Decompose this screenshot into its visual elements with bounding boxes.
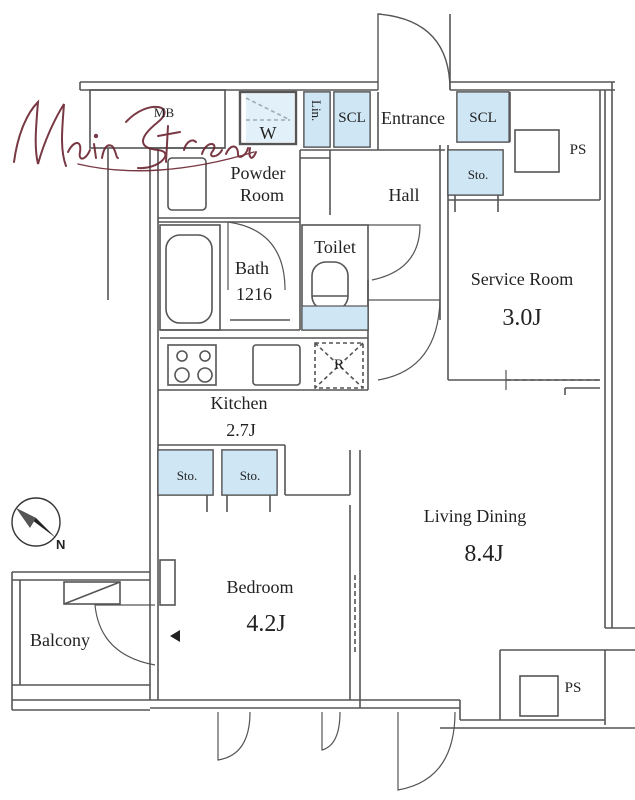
- toilet-label: Toilet: [314, 237, 356, 257]
- powder-room-label-line2: Room: [239, 185, 285, 205]
- hall-label: Hall: [388, 185, 420, 205]
- scl-label-right: SCL: [469, 110, 497, 126]
- compass-north-label: N: [56, 537, 66, 552]
- entrance-label: Entrance: [381, 108, 445, 128]
- compass-icon: [11, 497, 61, 547]
- service-room-label: Service Room: [470, 269, 574, 289]
- sto-label-bedroom-b: Sto.: [239, 468, 261, 483]
- service-room-size: 3.0J: [502, 305, 542, 331]
- bedroom-size: 4.2J: [246, 611, 286, 637]
- living-dining-size: 8.4J: [464, 541, 504, 567]
- powder-room-label-line1: Powder: [230, 163, 286, 183]
- lin-label: Lin.: [309, 100, 324, 122]
- bath-label-line1: Bath: [235, 258, 269, 278]
- ps-label-bottom: PS: [564, 680, 582, 696]
- living-dining-label: Living Dining: [423, 506, 527, 526]
- fridge-label: R: [333, 357, 345, 373]
- bedroom-label: Bedroom: [226, 577, 294, 597]
- balcony-label: Balcony: [30, 630, 90, 650]
- mb-label: MB: [153, 105, 175, 120]
- sto-label-service: Sto.: [467, 167, 489, 182]
- kitchen-label: Kitchen: [210, 393, 268, 413]
- sto-label-bedroom-a: Sto.: [176, 468, 198, 483]
- w-label: W: [259, 123, 277, 143]
- kitchen-size: 2.7J: [226, 420, 256, 440]
- ps-label-top: PS: [569, 142, 587, 158]
- bath-label-line2: 1216: [236, 284, 272, 304]
- scl-label-left: SCL: [338, 110, 366, 126]
- mainstream-watermark-logo: [13, 99, 257, 172]
